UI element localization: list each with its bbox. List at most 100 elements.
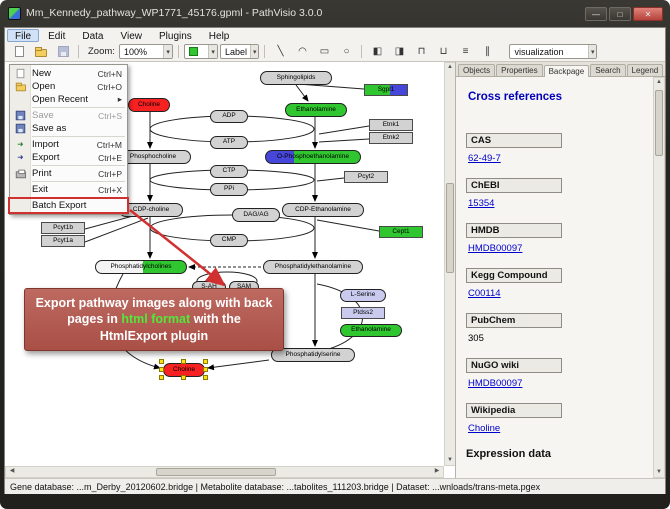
scroll-up-icon[interactable]: ▲: [447, 64, 453, 70]
scroll-down-icon[interactable]: ▼: [656, 469, 662, 475]
pathway-node-pcyt1b[interactable]: Pcyt1b: [41, 222, 85, 234]
vertical-scroll-thumb[interactable]: [446, 183, 454, 273]
status-bar: Gene database: ...m_Derby_20120602.bridg…: [5, 478, 665, 494]
distribute-horizontal-button[interactable]: ≡: [455, 43, 475, 60]
selection-handle[interactable]: [203, 367, 208, 372]
pathway-node-etnk2[interactable]: Etnk2: [369, 132, 413, 144]
open-button[interactable]: [31, 43, 51, 60]
selection-handle[interactable]: [159, 367, 164, 372]
rectangle-tool-button[interactable]: ▭: [314, 43, 334, 60]
pathway-node-atp[interactable]: ATP: [210, 136, 248, 149]
pathway-node-pcyt1a[interactable]: Pcyt1a: [41, 235, 85, 247]
zoom-label: Zoom:: [88, 46, 115, 57]
pathway-node-ethanolamine[interactable]: Ethanolamine: [340, 324, 402, 337]
line-tool-button[interactable]: ╲: [270, 43, 290, 60]
file-menu-item-save-as[interactable]: Save as: [10, 122, 127, 135]
pathway-node-phosphocholine[interactable]: Phosphocholine: [115, 150, 191, 164]
tab-search[interactable]: Search: [590, 64, 626, 76]
tab-objects[interactable]: Objects: [458, 64, 496, 76]
selection-handle[interactable]: [203, 359, 208, 364]
sidebar-scroll-thumb[interactable]: [655, 90, 663, 156]
pathway-node-l-serine[interactable]: L-Serine: [340, 289, 386, 302]
selection-handle[interactable]: [159, 375, 164, 380]
menu-help[interactable]: Help: [208, 30, 230, 42]
xref-id-link[interactable]: HMDB00097: [468, 378, 523, 389]
scroll-down-icon[interactable]: ▼: [447, 457, 453, 463]
selection-handle[interactable]: [159, 359, 164, 364]
menu-shortcut: Ctrl+N: [97, 68, 122, 79]
pathway-node-phosphatidylserine[interactable]: Phosphatidylserine: [271, 348, 355, 362]
visualization-combobox[interactable]: visualization ▾: [509, 44, 598, 59]
scroll-left-icon[interactable]: ◀: [9, 468, 15, 474]
pathway-node-ptdss2[interactable]: Ptdss2: [341, 307, 385, 319]
pathway-node-cept1[interactable]: Cept1: [379, 226, 423, 238]
selection-handle[interactable]: [181, 375, 186, 380]
pathway-node-dag-ag[interactable]: DAG/AG: [232, 208, 280, 222]
zoom-combobox[interactable]: 100% ▾: [118, 44, 173, 59]
arc-tool-button[interactable]: ◠: [292, 43, 312, 60]
xref-id-link[interactable]: 62-49-7: [468, 153, 501, 164]
horizontal-scroll-thumb[interactable]: [156, 468, 276, 476]
maximize-button[interactable]: □: [609, 7, 631, 21]
oval-tool-button[interactable]: ○: [336, 43, 356, 60]
pathway-node-cdp-ethanolamine[interactable]: CDP-Ethanolamine: [282, 203, 364, 217]
file-menu-item-batch-export[interactable]: Batch Export: [8, 197, 129, 214]
new-button[interactable]: [9, 43, 29, 60]
pathway-node-phosphatidylcholines[interactable]: Phosphatidylcholines: [95, 260, 187, 274]
menu-data[interactable]: Data: [82, 30, 104, 42]
scroll-right-icon[interactable]: ▶: [434, 468, 440, 474]
pathway-node-ppi[interactable]: PPi: [210, 183, 248, 196]
tab-properties[interactable]: Properties: [496, 64, 543, 76]
label-combobox[interactable]: Label ▾: [219, 44, 260, 59]
menu-separator: [32, 181, 125, 182]
sidebar-scrollbar[interactable]: ▲ ▼: [653, 77, 665, 478]
pathway-node-adp[interactable]: ADP: [210, 110, 248, 123]
pathway-node-ctp[interactable]: CTP: [210, 165, 248, 178]
align-left-button[interactable]: ◧: [367, 43, 387, 60]
pathway-node-choline[interactable]: Choline: [128, 98, 170, 112]
tab-legend[interactable]: Legend: [626, 64, 664, 76]
save-button[interactable]: [53, 43, 73, 60]
distribute-vertical-button[interactable]: ∥: [477, 43, 497, 60]
canvas-vertical-scrollbar[interactable]: ▲ ▼: [444, 62, 455, 466]
pathway-node-phosphatidylethanolamine[interactable]: Phosphatidylethanolamine: [263, 260, 363, 274]
pathway-node-sphingolipids[interactable]: Sphingolipids: [260, 71, 332, 85]
pathway-node-cdp-choline[interactable]: CDP-choline: [119, 203, 183, 217]
xref-id-link[interactable]: 15354: [468, 198, 495, 209]
align-right-button[interactable]: ◨: [389, 43, 409, 60]
scroll-up-icon[interactable]: ▲: [656, 79, 662, 85]
tab-backpage[interactable]: Backpage: [543, 65, 590, 77]
pathway-node-ethanolamine[interactable]: Ethanolamine: [285, 103, 347, 117]
menu-edit[interactable]: Edit: [48, 30, 66, 42]
align-top-button[interactable]: ⊓: [411, 43, 431, 60]
menu-file[interactable]: File: [7, 28, 40, 42]
menu-plugins[interactable]: Plugins: [158, 30, 192, 42]
xref-id-link[interactable]: C00114: [468, 288, 501, 299]
xref-id-link[interactable]: Choline: [468, 423, 501, 434]
minimize-button[interactable]: —: [585, 7, 607, 21]
align-bottom-button[interactable]: ⊔: [433, 43, 453, 60]
visualization-value: visualization: [514, 46, 564, 57]
selection-handle[interactable]: [203, 375, 208, 380]
pathway-node-pcyt2[interactable]: Pcyt2: [344, 171, 388, 183]
pathway-node-o-phosphoethanolamine[interactable]: O-Phosphoethanolamine: [265, 150, 361, 164]
selection-handle[interactable]: [181, 359, 186, 364]
pathway-node-etnk1[interactable]: Etnk1: [369, 119, 413, 131]
file-menu-item-open-recent[interactable]: Open Recent▸: [10, 93, 127, 106]
datanode-type-combobox[interactable]: ▾: [183, 44, 218, 59]
menu-view[interactable]: View: [120, 30, 142, 42]
close-button[interactable]: ✕: [633, 7, 663, 21]
canvas-horizontal-scrollbar[interactable]: ◀ ▶: [5, 466, 444, 478]
pathway-node-cmp[interactable]: CMP: [210, 234, 248, 247]
xref-id-link[interactable]: HMDB00097: [468, 243, 523, 254]
pathway-node-sgpl1[interactable]: Sgpl1: [364, 84, 408, 96]
